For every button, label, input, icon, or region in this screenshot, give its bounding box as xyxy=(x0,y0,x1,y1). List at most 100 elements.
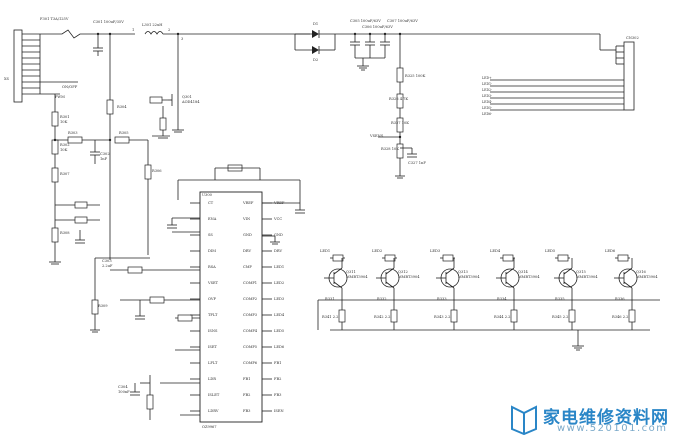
cap3-label: C307 100uF/63V xyxy=(387,19,418,23)
q5-r: R335 xyxy=(555,297,565,301)
q1-re: R341 2.2 xyxy=(322,315,338,319)
ic-rnet-0: VREF xyxy=(273,201,285,205)
diode2-label: D2 xyxy=(313,58,318,62)
q2-r: R332 xyxy=(377,297,387,301)
left-part-8-val: 2.2uF xyxy=(102,264,113,268)
r-chain-1: R325 100K xyxy=(405,74,426,78)
book-icon xyxy=(511,405,537,435)
ic-rpin-10: COMP6 xyxy=(243,361,258,365)
ic-rnet-12: FB3 xyxy=(274,393,282,397)
ic-rpin-0: VREF xyxy=(242,201,254,205)
ic-lpin-0: CT xyxy=(208,201,214,205)
led-2-label: LED2 xyxy=(372,249,382,253)
led-net-0: LED+ xyxy=(482,76,492,80)
ic-rpin-13: FB3 xyxy=(243,409,251,413)
q1-r: R331 xyxy=(325,297,335,301)
r-chain-3: R327 10K xyxy=(391,121,409,125)
left-part-7-ref: R307 xyxy=(60,172,70,176)
r-chain-2: R326 4.7K xyxy=(389,97,408,101)
mosfet-stage: Q301 AOD4184 xyxy=(149,92,200,139)
ic-lpin-2: SS xyxy=(208,233,213,237)
left-part-3-val: 1nF xyxy=(100,157,108,161)
mosfet-label: Q301 xyxy=(182,95,192,99)
driver-cell-5: LED5 Q315 MMBT3904 R345 2.2 R335 xyxy=(545,249,598,330)
ic-rnet-7: LED4 xyxy=(274,313,285,317)
led-net-2: LED2- xyxy=(482,88,492,92)
ic-lpin-1: ENA xyxy=(208,217,217,221)
mosfet-part: AOD4184 xyxy=(181,100,200,104)
q6-part: MMBT3904 xyxy=(636,275,658,279)
cap-in-label: C301 100uF/35V xyxy=(93,20,124,24)
r-chain-4: R328 10K xyxy=(381,147,399,151)
ic-ref: U300 xyxy=(202,193,213,197)
connector-right-label: CN302 xyxy=(626,36,639,40)
watermark: 家电维修资料网 www.520101.com xyxy=(509,401,679,437)
node3-label: 3 xyxy=(181,37,184,41)
q6-r: R336 xyxy=(615,297,625,301)
ic-rnet-4: LED1 xyxy=(274,265,284,269)
q4-part: MMBT3904 xyxy=(518,275,540,279)
pwm-label: PWM xyxy=(55,95,65,99)
ic-lpin-4: RSA xyxy=(208,265,216,269)
driver-cell-3: LED3 Q313 MMBT3904 R343 2.2 R333 xyxy=(430,249,480,330)
ic-rpin-1: VIN xyxy=(242,217,250,221)
ic-rpin-6: COMP2 xyxy=(243,297,257,301)
left-part-8-ref: C303 xyxy=(102,259,112,263)
node1-label: 1 xyxy=(132,28,134,32)
ic-rpin-12: FB2 xyxy=(243,393,250,397)
ic-rpin-2: GND xyxy=(243,233,252,237)
ic-rnet-2: GND xyxy=(274,233,283,237)
node2-label: 2 xyxy=(168,28,170,32)
ic-lpin-12: ISLET xyxy=(208,393,220,397)
vsens-label: VSENS xyxy=(369,134,384,138)
left-part-2-ref: R303 xyxy=(68,131,78,135)
cap1-label: C305 100uF/63V xyxy=(350,19,381,23)
q3-ref: Q313 xyxy=(458,270,469,274)
led-net-6: LED6- xyxy=(482,112,492,116)
ic-rpin-11: FB1 xyxy=(243,377,250,381)
left-part-9-ref: R308 xyxy=(60,231,70,235)
ic-rnet-5: LED2 xyxy=(274,281,284,285)
ic-rpin-8: COMP4 xyxy=(243,329,258,333)
controller-ic: U300 OZ9967 CT ENA SS DIM RSA VSET xyxy=(167,164,305,429)
ic-rpin-3: DRV xyxy=(243,249,251,253)
q2-ref: Q312 xyxy=(398,270,408,274)
left-part-3-ref: C302 xyxy=(100,152,110,156)
diode1-label: D1 xyxy=(313,22,318,26)
ic-lpin-9: ISET xyxy=(208,345,218,349)
q4-r: R334 xyxy=(497,297,507,301)
driver-cell-4: LED4 Q314 MMBT3904 R344 2.2 R334 xyxy=(490,249,540,330)
ic-lpin-5: VSET xyxy=(207,281,219,285)
ic-rpin-9: COMP5 xyxy=(243,345,258,349)
ic-lpin-6: OVP xyxy=(208,297,216,301)
led-net-4: LED4- xyxy=(482,100,492,104)
q3-re: R343 2.2 xyxy=(434,315,450,319)
q4-ref: Q314 xyxy=(518,270,529,274)
ic-rnet-11: FB2 xyxy=(274,377,281,381)
ic-rnet-13: ISEN xyxy=(274,409,284,413)
ic-part: OZ9967 xyxy=(202,425,217,429)
ic-rpin-7: COMP3 xyxy=(243,313,258,317)
driver-cell-1: LED1 Q311 MMBT3904 R341 2.2 R331 xyxy=(320,249,368,330)
ic-lpin-8: ISNS xyxy=(208,329,218,333)
junction-dots xyxy=(53,32,402,142)
q2-re: R342 2.2 xyxy=(374,315,390,319)
sense-divider: VSENS R325 100K R326 4.7K R327 10K R328 … xyxy=(369,34,426,179)
input-rail: F301 T3A/125V C301 100uF/35V L301 22uH 1… xyxy=(40,17,310,99)
led-net-3: LED3- xyxy=(482,94,492,98)
q5-part: MMBT3904 xyxy=(576,275,598,279)
c-chain: C327 1nF xyxy=(408,161,426,165)
ic-rnet-1: VCC xyxy=(273,217,282,221)
output-caps: C305 100uF/63V C306 100uF/63V C307 100uF… xyxy=(350,19,418,71)
left-part-5-ref: R305 xyxy=(119,131,129,135)
inductor-label: L301 22uH xyxy=(142,23,162,27)
ic-rpin-4: CMP xyxy=(243,265,252,269)
ic-rnet-6: LED3 xyxy=(274,297,285,301)
q6-ref: Q316 xyxy=(636,270,647,274)
led-5-label: LED5 xyxy=(545,249,556,253)
q3-part: MMBT3904 xyxy=(458,275,480,279)
left-part-1-val: 10K xyxy=(60,148,68,152)
q5-re: R345 2.2 xyxy=(552,315,568,319)
ic-rnet-3: DRV xyxy=(274,249,282,253)
q5-ref: Q315 xyxy=(576,270,587,274)
